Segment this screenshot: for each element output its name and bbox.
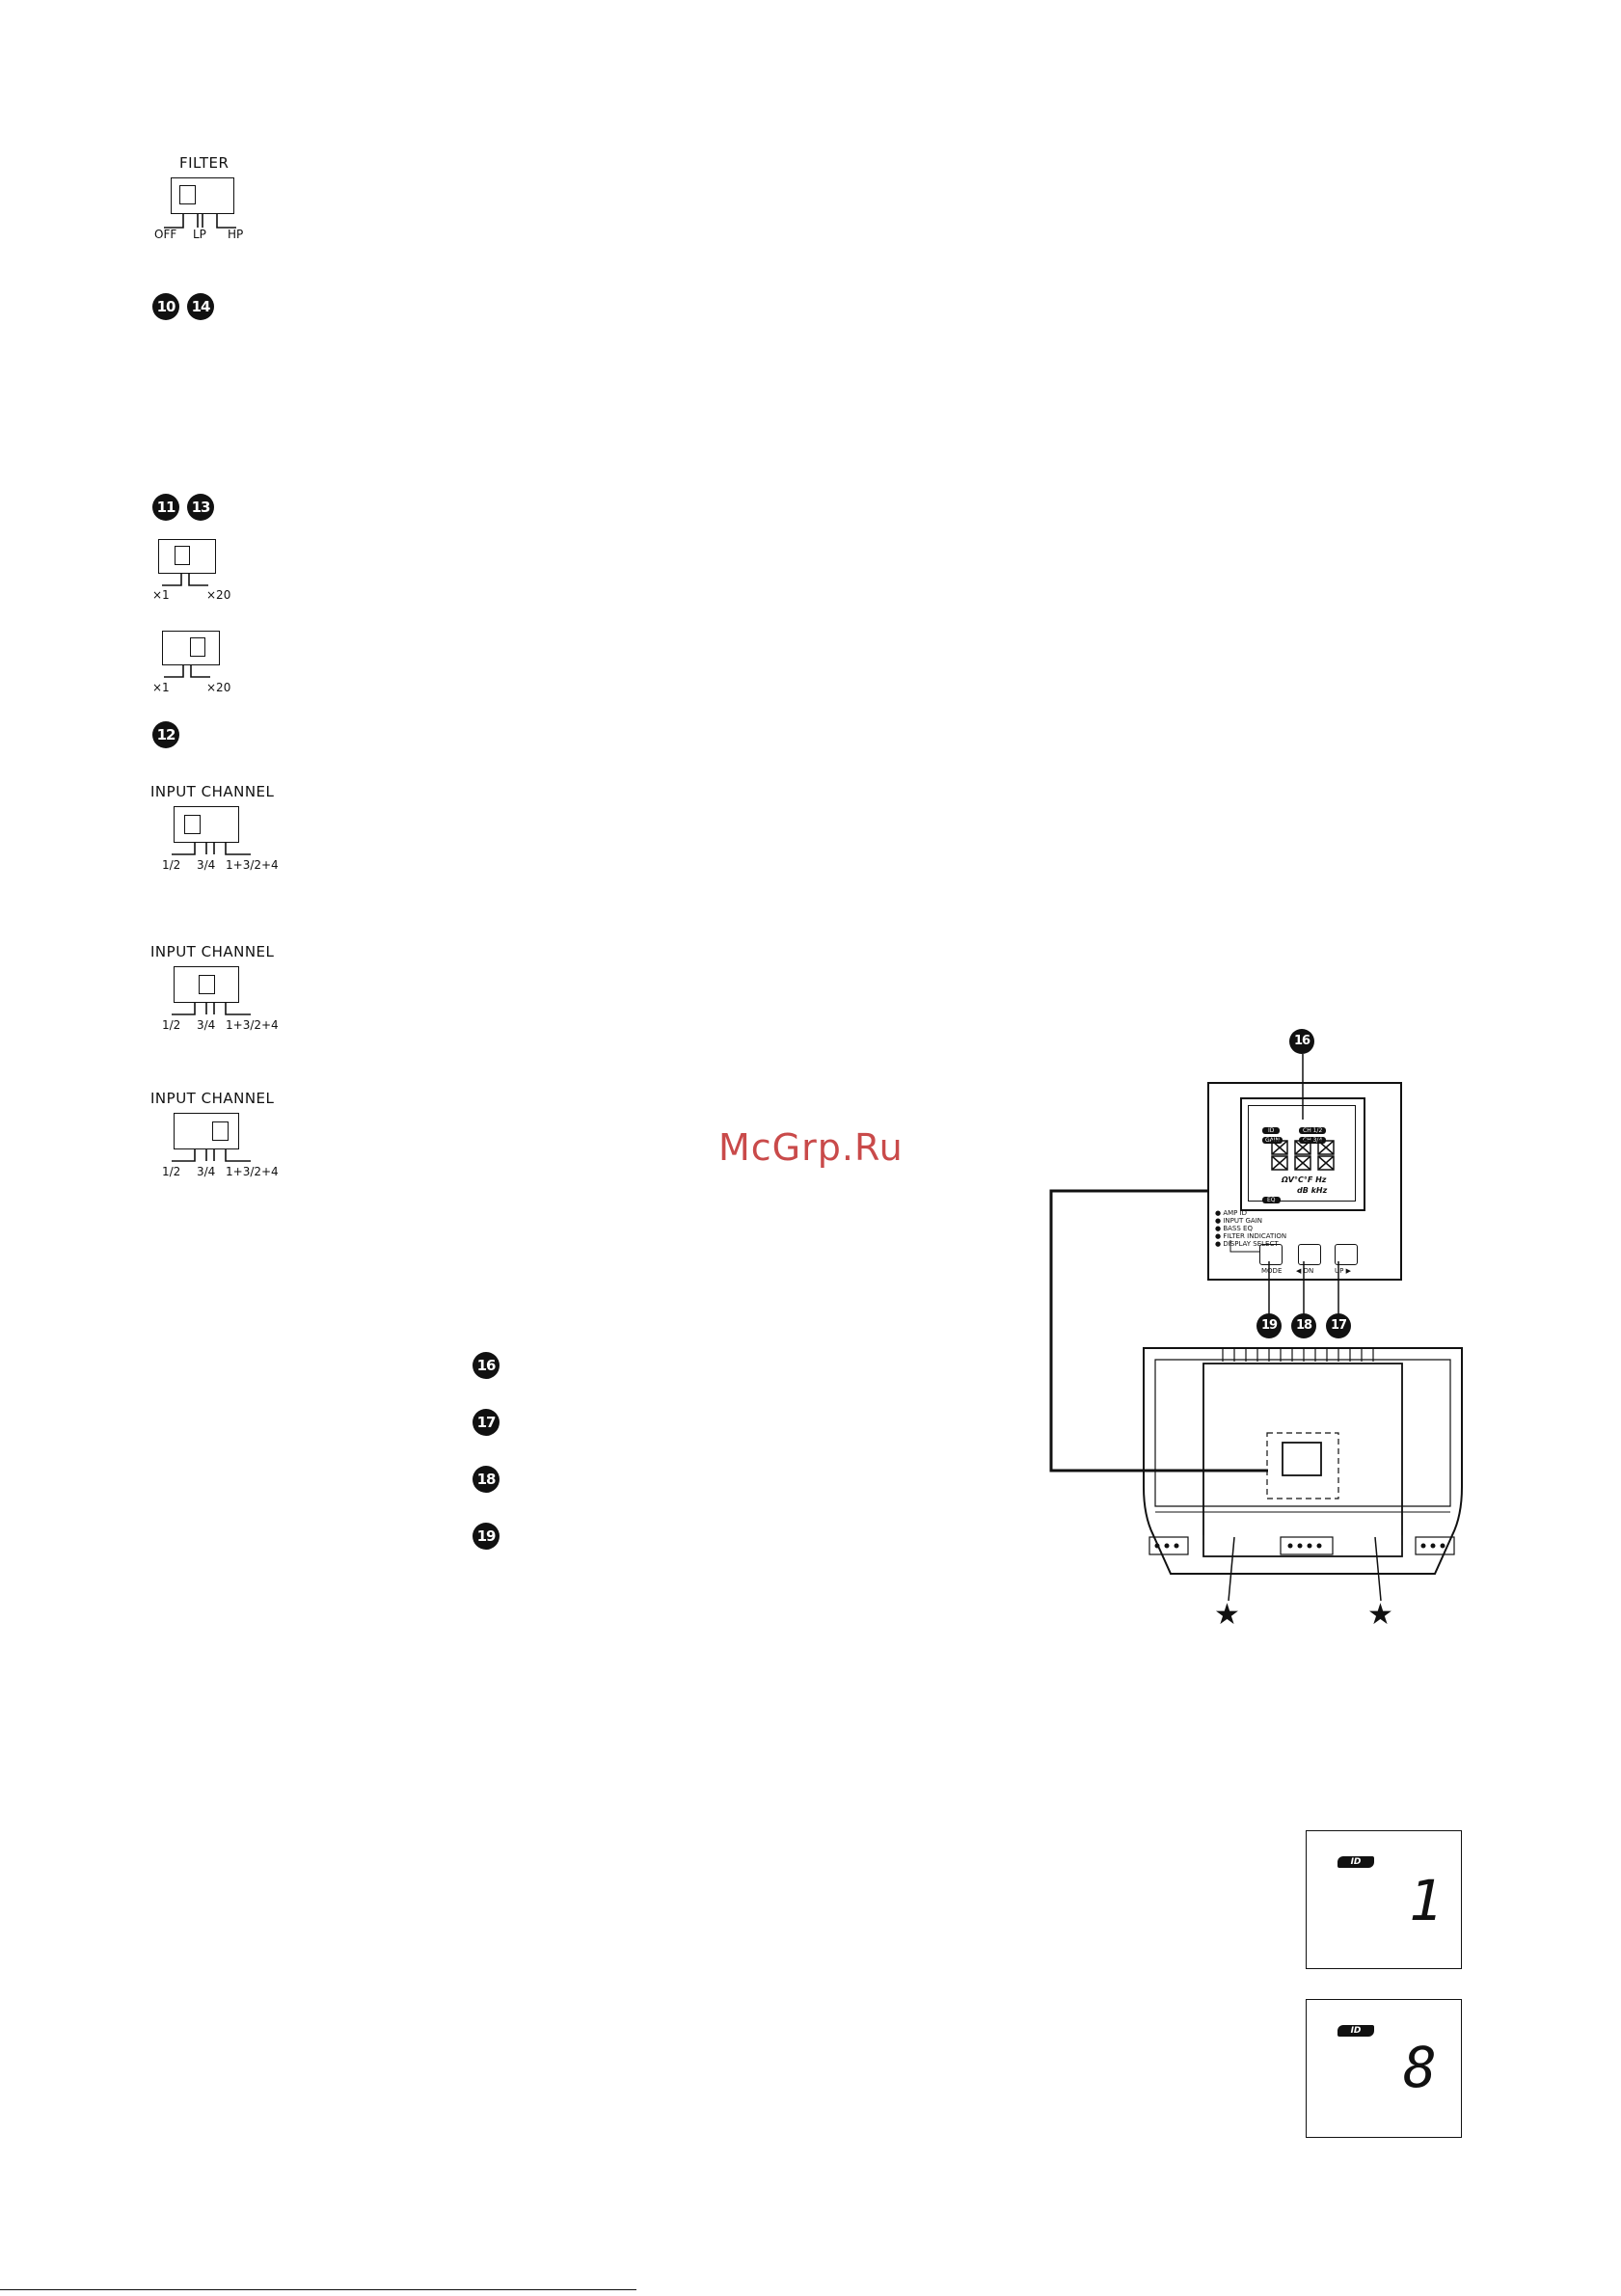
input-channel-title: INPUT CHANNEL bbox=[150, 783, 275, 800]
marker-17: 17 bbox=[473, 1409, 500, 1436]
panel-marker-18: 18 bbox=[1291, 1313, 1316, 1338]
menu-amp-id: ● AMP ID bbox=[1215, 1209, 1248, 1217]
marker-19: 19 bbox=[473, 1523, 500, 1550]
lcd-frame: ID CH 1/2 GAIN CH 3/4 ΩV°C°F Hz EQ bbox=[1240, 1097, 1365, 1211]
star-marker-right: ★ bbox=[1367, 1598, 1393, 1632]
channel-pos-bridged: 1+3/2+4 bbox=[226, 1165, 279, 1178]
up-button-label: UP ▶ bbox=[1335, 1267, 1351, 1275]
lcd-tag-ch12: CH 1/2 bbox=[1299, 1118, 1327, 1136]
mode-button-label: MODE bbox=[1261, 1267, 1283, 1275]
marker-12: 12 bbox=[152, 721, 179, 748]
filter-pos-hp: HP bbox=[228, 228, 244, 241]
gain-switch-box bbox=[162, 631, 220, 665]
button-leader-lines bbox=[1268, 1261, 1339, 1315]
input-channel-knob bbox=[199, 975, 215, 994]
mode-button[interactable] bbox=[1259, 1244, 1283, 1265]
input-channel-legs bbox=[172, 1149, 251, 1162]
input-channel-legs bbox=[172, 843, 251, 855]
input-channel-box bbox=[174, 806, 239, 843]
menu-bass-eq: ● BASS EQ bbox=[1215, 1225, 1253, 1232]
panel-marker-16: 16 bbox=[1289, 1029, 1314, 1054]
panel-marker-16-line bbox=[1302, 1054, 1304, 1120]
control-panel: ID CH 1/2 GAIN CH 3/4 ΩV°C°F Hz EQ bbox=[1207, 1082, 1402, 1281]
star-leader-lines bbox=[1228, 1536, 1382, 1602]
input-channel-knob bbox=[184, 815, 201, 834]
filter-pos-off: OFF bbox=[154, 228, 177, 241]
gain-switch-knob bbox=[190, 637, 205, 657]
panel-marker-17: 17 bbox=[1326, 1313, 1351, 1338]
filter-title: FILTER bbox=[179, 154, 230, 172]
id-display-1: ID 1 bbox=[1306, 1830, 1462, 1969]
id-display-value: 8 bbox=[1403, 2035, 1437, 2100]
channel-pos-bridged: 1+3/2+4 bbox=[226, 858, 279, 872]
mode-bracket bbox=[1229, 1240, 1259, 1253]
id-display-8: ID 8 bbox=[1306, 1999, 1462, 2138]
marker-11: 11 bbox=[152, 494, 179, 521]
lcd-screen: ID CH 1/2 GAIN CH 3/4 ΩV°C°F Hz EQ bbox=[1248, 1105, 1356, 1205]
lcd-tag-eq: EQ bbox=[1262, 1187, 1281, 1205]
lcd-tag-ch34: CH 3/4 bbox=[1299, 1127, 1327, 1146]
marker-16: 16 bbox=[473, 1352, 500, 1379]
panel-menu-list: ● AMP ID ● INPUT GAIN ● BASS EQ ● FILTER… bbox=[1215, 1209, 1286, 1248]
gain-pos-x20: ×20 bbox=[206, 588, 231, 602]
gain-switch-legs bbox=[162, 574, 208, 586]
channel-pos-34: 3/4 bbox=[197, 858, 216, 872]
channel-pos-12: 1/2 bbox=[162, 858, 181, 872]
filter-switch bbox=[171, 177, 234, 214]
marker-10: 10 bbox=[152, 293, 179, 320]
channel-pos-34: 3/4 bbox=[197, 1018, 216, 1032]
menu-input-gain: ● INPUT GAIN bbox=[1215, 1217, 1262, 1225]
channel-pos-34: 3/4 bbox=[197, 1165, 216, 1178]
input-channel-box bbox=[174, 1113, 239, 1149]
channel-pos-bridged: 1+3/2+4 bbox=[226, 1018, 279, 1032]
amplifier-top-view bbox=[1143, 1347, 1463, 1575]
filter-pos-lp: LP bbox=[193, 228, 206, 241]
input-channel-title: INPUT CHANNEL bbox=[150, 1090, 275, 1107]
watermark: McGrp.Ru bbox=[718, 1126, 904, 1169]
id-display-value: 1 bbox=[1409, 1868, 1443, 1933]
star-marker-left: ★ bbox=[1214, 1598, 1240, 1632]
input-channel-knob bbox=[212, 1121, 229, 1141]
channel-pos-12: 1/2 bbox=[162, 1018, 181, 1032]
input-channel-title: INPUT CHANNEL bbox=[150, 943, 275, 960]
marker-18: 18 bbox=[473, 1466, 500, 1493]
menu-filter-indication: ● FILTER INDICATION bbox=[1215, 1232, 1287, 1240]
id-display-tag: ID bbox=[1337, 1856, 1374, 1868]
up-button[interactable] bbox=[1335, 1244, 1358, 1265]
panel-marker-19: 19 bbox=[1256, 1313, 1282, 1338]
filter-switch-knob bbox=[179, 185, 196, 204]
id-display-tag: ID bbox=[1337, 2025, 1374, 2037]
filter-switch-legs bbox=[164, 214, 236, 229]
gain-switch-legs bbox=[164, 665, 210, 678]
gain-pos-x20: ×20 bbox=[206, 681, 231, 694]
lcd-units-2: dB kHz bbox=[1297, 1186, 1328, 1195]
marker-14: 14 bbox=[187, 293, 214, 320]
gain-pos-x1: ×1 bbox=[152, 588, 170, 602]
marker-13: 13 bbox=[187, 494, 214, 521]
dn-button[interactable] bbox=[1298, 1244, 1321, 1265]
dn-button-label: ◀ DN bbox=[1296, 1267, 1314, 1275]
footer-rule bbox=[0, 2289, 636, 2290]
gain-pos-x1: ×1 bbox=[152, 681, 170, 694]
lcd-segment-digits bbox=[1271, 1140, 1335, 1171]
channel-pos-12: 1/2 bbox=[162, 1165, 181, 1178]
gain-switch-box bbox=[158, 539, 216, 574]
input-channel-legs bbox=[172, 1003, 251, 1015]
gain-switch-knob bbox=[175, 546, 190, 565]
menu-display-select: ● DISPLAY SELECT bbox=[1215, 1240, 1279, 1248]
lcd-tag-id: ID bbox=[1262, 1118, 1281, 1136]
input-channel-box bbox=[174, 966, 239, 1003]
lcd-units: ΩV°C°F Hz bbox=[1282, 1175, 1327, 1184]
